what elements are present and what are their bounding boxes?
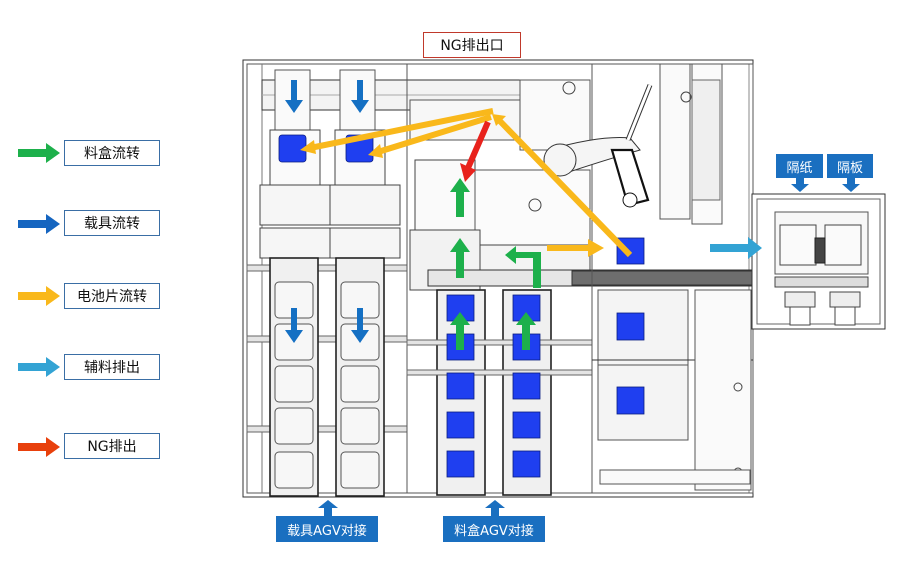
green-arrow-icon xyxy=(18,143,60,163)
magazine-flow-arrows xyxy=(450,178,541,350)
carrier-arrow-1 xyxy=(285,80,303,113)
carrier-arrow-3 xyxy=(285,308,303,343)
carrier-arrow-2 xyxy=(351,80,369,113)
legend-item-magazine-flow: 料盒流转 xyxy=(64,140,160,166)
separator-board-callout: 隔板 xyxy=(827,154,873,178)
magazine-arrow-3 xyxy=(450,238,470,278)
light-blue-arrow-icon xyxy=(18,357,60,377)
cell-mag-1-5 xyxy=(446,450,475,478)
magazine-arrow-2 xyxy=(516,312,536,350)
carrier-flow-arrows xyxy=(285,80,369,343)
magazine-agv-text: 料盒AGV对接 xyxy=(454,523,534,539)
legend-item-carrier-flow: 载具流转 xyxy=(64,210,160,236)
carrier-arrow-4 xyxy=(351,308,369,343)
yellow-arrow-icon xyxy=(18,286,60,306)
cell-arrow-1 xyxy=(309,108,494,151)
separator-paper-text: 隔纸 xyxy=(786,160,813,176)
legend-label: 电池片流转 xyxy=(77,289,147,305)
legend-item-auxiliary-exit: 辅料排出 xyxy=(64,354,160,380)
cell-mag-2-4 xyxy=(512,411,541,439)
auxiliary-flow-arrow xyxy=(710,237,762,259)
ng-exit-text: NG排出口 xyxy=(440,38,504,54)
carrier-agv-text: 载具AGV对接 xyxy=(287,523,367,539)
legend-item-cell-flow: 电池片流转 xyxy=(64,283,160,309)
ng-exit-callout: NG排出口 xyxy=(423,32,521,58)
magazine-arrow-1 xyxy=(450,312,470,350)
down-arrow-icon xyxy=(842,178,860,192)
separator-board-text: 隔板 xyxy=(836,160,863,176)
cell-station-1 xyxy=(616,312,645,341)
legend-label: NG排出 xyxy=(87,439,137,455)
cell-station-2 xyxy=(616,386,645,415)
cell-mag-2-5 xyxy=(512,450,541,478)
ng-flow-arrow xyxy=(460,120,491,182)
cell-mag-2-3 xyxy=(512,372,541,400)
cell-left-1 xyxy=(278,134,307,163)
legend-label: 载具流转 xyxy=(84,216,140,232)
magazine-arrow-4 xyxy=(450,178,470,217)
cell-mag-1-3 xyxy=(446,372,475,400)
carrier-agv-callout: 载具AGV对接 xyxy=(276,516,378,542)
cell-mag-1-4 xyxy=(446,411,475,439)
separator-paper-callout: 隔纸 xyxy=(776,154,823,178)
cell-arrow-2 xyxy=(377,114,492,155)
down-arrow-icon xyxy=(791,178,809,192)
magazine-arrow-5 xyxy=(505,246,541,288)
legend-label: 料盒流转 xyxy=(84,146,140,162)
up-arrow-icon xyxy=(318,500,338,516)
blue-arrow-icon xyxy=(18,214,60,234)
magazine-agv-callout: 料盒AGV对接 xyxy=(443,516,545,542)
cell-arrow-3 xyxy=(493,114,633,258)
legend-label: 辅料排出 xyxy=(84,360,140,376)
up-arrow-icon xyxy=(485,500,505,516)
robot-arm-lower xyxy=(610,148,650,207)
carrier-slots xyxy=(274,281,380,489)
legend-item-ng-exit: NG排出 xyxy=(64,433,160,459)
cell-flow-arrows xyxy=(309,108,633,258)
red-arrow-icon xyxy=(18,437,60,457)
